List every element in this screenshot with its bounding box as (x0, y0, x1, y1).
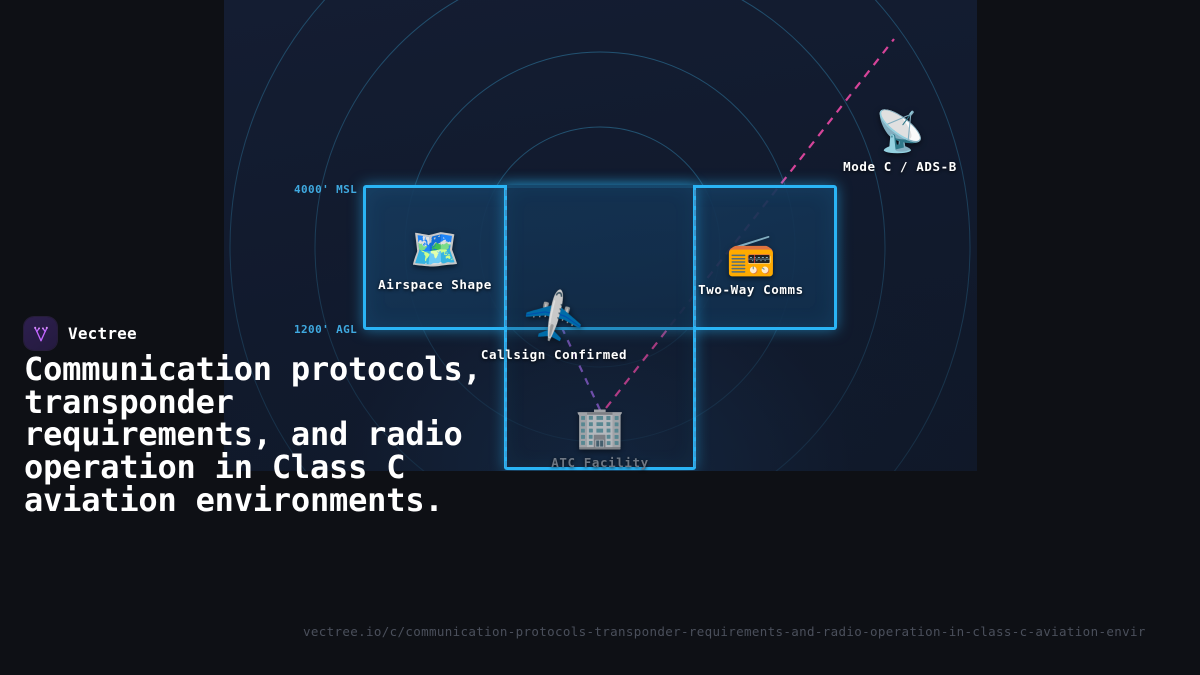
office-building-icon: 🏢 (575, 405, 625, 451)
world-map-icon: 🗺️ (410, 227, 460, 273)
vectree-glyph (33, 326, 48, 341)
sector-divider-left (505, 190, 507, 326)
page-title: Communication protocols, transponder req… (24, 350, 482, 519)
node-callsign-confirmed[interactable]: ✈️ Callsign Confirmed (469, 287, 639, 362)
node-airspace-shape[interactable]: 🗺️ Airspace Shape (350, 230, 520, 292)
altitude-label-msl: 4000' MSL (294, 183, 358, 196)
node-label-atc-facility: ATC Facility (551, 455, 649, 470)
vectree-logo-icon (24, 317, 57, 350)
node-atc-facility[interactable]: 🏢 ATC Facility (515, 408, 685, 470)
altitude-label-agl: 1200' AGL (294, 323, 358, 336)
brand-name: Vectree (68, 324, 137, 343)
core-divider-right (694, 332, 696, 467)
node-label-mode-c-adsb: Mode C / ADS-B (843, 159, 957, 174)
url-text: vectree.io/c/communication-protocols-tra… (303, 624, 1146, 639)
node-label-airspace-shape: Airspace Shape (378, 277, 492, 292)
node-label-callsign-confirmed: Callsign Confirmed (480, 347, 628, 362)
satellite-antenna-icon: 📡 (875, 109, 925, 155)
core-divider-left (505, 332, 507, 467)
node-label-two-way-comms: Two-Way Comms (698, 282, 804, 297)
radio-icon: 📻 (726, 232, 776, 278)
node-two-way-comms[interactable]: 📻 Two-Way Comms (666, 235, 836, 297)
sector-divider-right (694, 190, 696, 326)
inner-airspace-core (504, 185, 696, 470)
node-mode-c-adsb[interactable]: 📡 Mode C / ADS-B (815, 112, 985, 174)
brand[interactable]: Vectree (24, 317, 137, 350)
